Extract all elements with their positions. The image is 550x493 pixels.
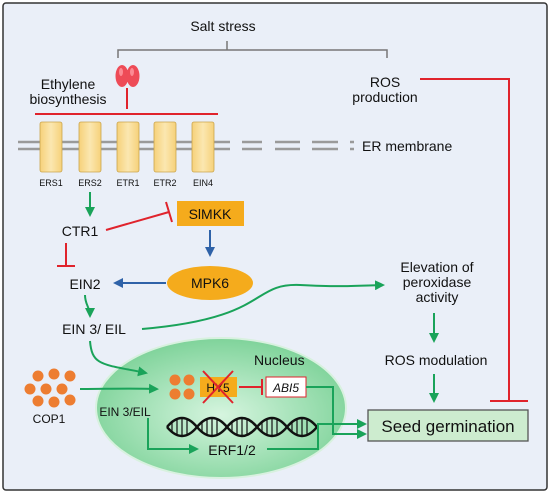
nucleus-ein3-eil-label: EIN 3/EIL [99,405,151,419]
peroxidase-label-line2: peroxidase [403,274,472,290]
seed-germination-box [367,409,529,442]
ctr1-inhibits-slmkk [105,201,173,231]
receptor-label: EIN4 [193,178,213,188]
arrow-ein3-to-peroxidase [141,280,385,330]
erf12-label: ERF1/2 [208,442,256,458]
peroxidase-label-line1: Elevation of [400,259,473,275]
mpk6-label: MPK6 [191,275,229,291]
ein3-eil-label: EIN 3/ EIL [62,321,126,337]
slmkk-label: SlMKK [189,206,232,222]
ethylene-label-line2: biosynthesis [29,91,106,107]
receptor-label: ERS2 [78,178,102,188]
salt-stress-bracket [117,41,388,58]
ethylene-molecule-icon [115,65,140,87]
arrow-abi5-to-seed [306,386,367,439]
ethylene-inhibition-bar [35,88,218,115]
cop1-label: COP1 [33,412,66,426]
slmkk-box [177,201,244,226]
mpk6-node [167,266,253,300]
receptor-etr2 [153,121,177,173]
arrow-ein3-to-erf12 [147,418,199,454]
arrow-ein3-into-nucleus [89,340,148,377]
ros-modulation-label: ROS modulation [385,352,488,368]
arrow-ein2-to-ein3 [84,294,95,318]
receptor-ein4 [191,121,215,173]
arrow-erf12-to-seed [267,419,367,450]
nucleus-cop1-dots-icon [169,374,195,400]
nucleus-label: Nucleus [254,352,305,368]
peroxidase-label-line3: activity [416,289,459,305]
receptor-ers2 [78,121,102,173]
ethylene-label-line1: Ethylene [41,76,96,92]
receptor-label: ETR2 [153,178,176,188]
ros-production-inhibits-seed [420,78,528,402]
nucleus [95,337,347,479]
abi5-label: ABI5 [272,381,299,395]
ctr1-label: CTR1 [62,223,99,239]
seed-germination-label: Seed germination [381,417,514,436]
ros-production-label-line2: production [352,89,417,105]
ctr1-inhibits-ein2 [57,243,75,267]
ros-production-label-line1: ROS [370,74,400,90]
receptor-ers1 [39,121,63,173]
hy5-cross-icon [202,370,234,404]
receptor-etr1 [116,121,140,173]
receptor-label: ERS1 [39,178,63,188]
er-membrane-label: ER membrane [362,138,452,154]
hy5-inhibits-abi5 [239,379,263,395]
salt-stress-label: Salt stress [190,18,255,34]
receptor-label: ETR1 [116,178,139,188]
cop1-cluster-icon [24,368,76,408]
dna-helix-icon [166,416,318,438]
ein2-label: EIN2 [69,276,100,292]
